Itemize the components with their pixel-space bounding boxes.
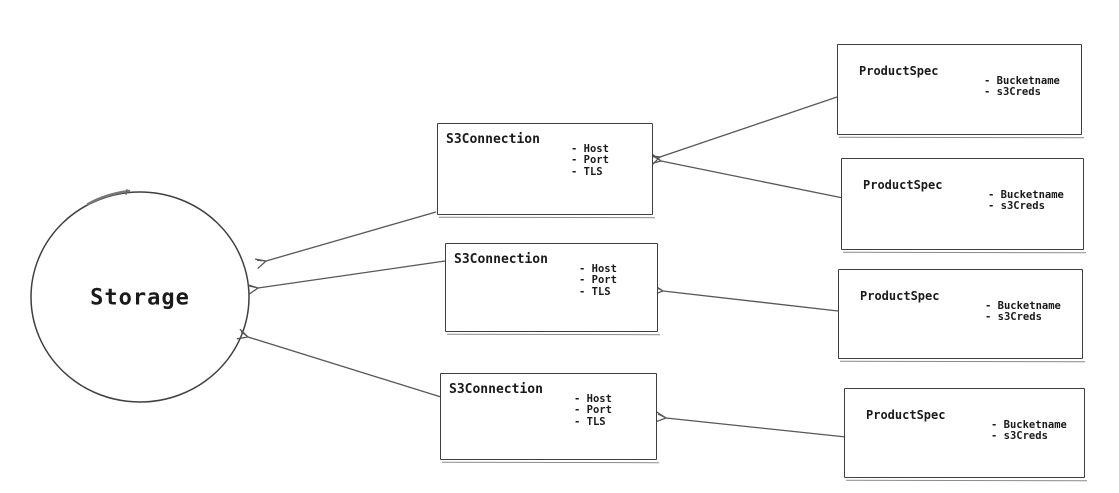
node-attributes: - Bucketname - s3Creds bbox=[985, 300, 1061, 324]
storage-label: Storage bbox=[90, 285, 190, 311]
node-attributes: - Host - Port - TLS bbox=[579, 263, 617, 298]
node-attribute: - Bucketname bbox=[985, 300, 1061, 312]
product-spec-box-3: ProductSpec - Bucketname - s3Creds bbox=[838, 269, 1083, 359]
storage-circle-sketch-overlap bbox=[86, 189, 131, 206]
s3connection-box-3: S3Connection - Host - Port - TLS bbox=[440, 373, 657, 460]
s3connection-box-1: S3Connection - Host - Port - TLS bbox=[437, 123, 653, 215]
arrow-s3connection1-to-storage bbox=[254, 211, 437, 270]
arrow-s3connection3-to-storage bbox=[236, 328, 442, 398]
node-title: ProductSpec bbox=[859, 64, 939, 78]
arrow-productspec1-to-s3connection1 bbox=[648, 96, 838, 166]
product-spec-box-2: ProductSpec - Bucketname - s3Creds bbox=[841, 158, 1084, 250]
arrow-s3connection2-to-storage bbox=[247, 260, 446, 295]
node-attribute: - s3Creds bbox=[988, 200, 1045, 213]
s3connection-box-2: S3Connection - Host - Port - TLS bbox=[445, 243, 658, 332]
node-attribute: - Bucketname bbox=[984, 75, 1060, 87]
storage-circle-sketch-tick bbox=[125, 188, 128, 196]
product-spec-box-4: ProductSpec - Bucketname - s3Creds bbox=[844, 388, 1085, 478]
arrow-productspec2-to-s3connection1 bbox=[650, 153, 844, 199]
arrow-productspec3-to-s3connection2 bbox=[652, 284, 839, 312]
node-attribute: - Port bbox=[574, 404, 612, 417]
product-spec-box-1: ProductSpec - Bucketname - s3Creds bbox=[837, 44, 1082, 135]
node-title: ProductSpec bbox=[866, 408, 946, 422]
node-attribute: - Host bbox=[571, 143, 609, 155]
node-attributes: - Bucketname - s3Creds bbox=[991, 419, 1067, 443]
node-attribute: - Bucketname bbox=[991, 419, 1067, 431]
node-attributes: - Host - Port - TLS bbox=[574, 393, 612, 428]
node-attributes: - Bucketname - s3Creds bbox=[988, 189, 1064, 213]
node-title: S3Connection bbox=[454, 252, 548, 267]
node-attribute: - TLS bbox=[571, 165, 603, 178]
node-title: S3Connection bbox=[446, 132, 540, 147]
arrow-productspec4-to-s3connection3 bbox=[655, 411, 847, 438]
node-attribute: - TLS bbox=[579, 285, 611, 298]
node-title: ProductSpec bbox=[863, 178, 943, 192]
node-attribute: - s3Creds bbox=[985, 311, 1042, 324]
node-attribute: - TLS bbox=[574, 415, 606, 428]
node-attributes: - Bucketname - s3Creds bbox=[984, 75, 1060, 99]
node-title: ProductSpec bbox=[860, 289, 940, 303]
node-attributes: - Host - Port - TLS bbox=[571, 143, 609, 178]
node-attribute: - Port bbox=[571, 154, 609, 167]
node-attribute: - s3Creds bbox=[984, 86, 1041, 99]
node-attribute: - s3Creds bbox=[991, 430, 1048, 443]
node-attribute: - Host bbox=[579, 263, 617, 275]
node-attribute: - Bucketname bbox=[988, 189, 1064, 201]
node-title: S3Connection bbox=[449, 382, 543, 397]
node-attribute: - Port bbox=[579, 274, 617, 287]
node-attribute: - Host bbox=[574, 393, 612, 405]
